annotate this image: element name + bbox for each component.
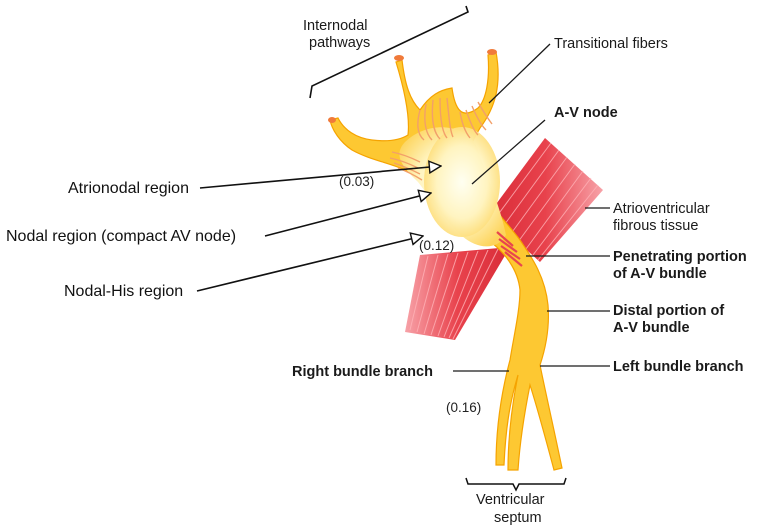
av-fibrous-label-1: Atrioventricular — [613, 201, 710, 217]
transitional-fibers-label: Transitional fibers — [554, 36, 668, 52]
nodal-arrow — [264, 193, 431, 237]
distal-label-1: Distal portion of — [613, 303, 724, 319]
atrionodal-label: Atrionodal region — [68, 180, 189, 197]
nodal-his-arrow — [196, 236, 423, 292]
conduction-system — [328, 49, 563, 471]
penetrating-label-1: Penetrating portion — [613, 249, 747, 265]
timing-nodal-his: (0.12) — [419, 238, 454, 253]
nodal-label: Nodal region (compact AV node) — [6, 228, 236, 245]
timing-bundle: (0.16) — [446, 400, 481, 415]
ventricular-label-2: septum — [494, 510, 542, 526]
atrionodal-arrow — [199, 166, 441, 189]
timing-atrionodal: (0.03) — [339, 174, 374, 189]
av-node-label: A-V node — [554, 105, 618, 121]
nodal-his-label: Nodal-His region — [64, 283, 183, 300]
ventricular-brace — [465, 477, 567, 492]
penetrating-label-2: of A-V bundle — [613, 266, 707, 282]
fibrous-tissue-upper — [488, 138, 603, 262]
internodal-label-2: pathways — [309, 35, 370, 51]
internodal-brace — [309, 5, 469, 99]
left-bundle-label: Left bundle branch — [613, 359, 744, 375]
fibrous-tissue-lower — [405, 247, 510, 340]
internodal-label-1: Internodal — [303, 18, 368, 34]
ventricular-label-1: Ventricular — [476, 492, 545, 508]
av-fibrous-label-2: fibrous tissue — [613, 218, 698, 234]
distal-label-2: A-V bundle — [613, 320, 690, 336]
right-bundle-label: Right bundle branch — [292, 364, 433, 380]
